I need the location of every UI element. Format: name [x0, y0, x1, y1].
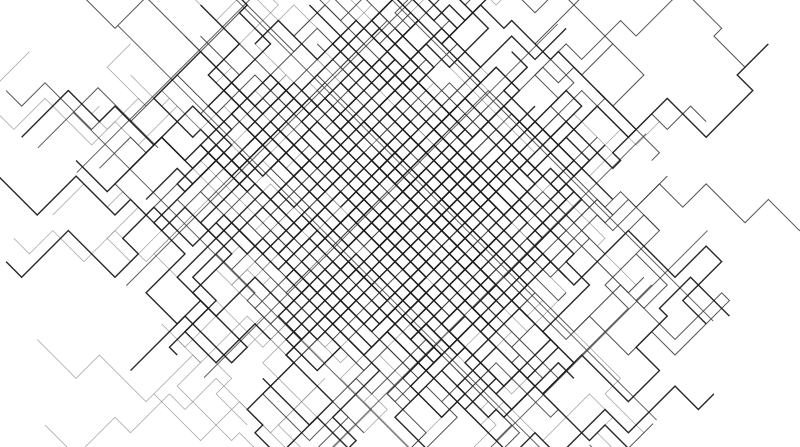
- line-path: [37, 87, 159, 149]
- line-path: [285, 276, 412, 372]
- line-path: [316, 214, 443, 271]
- line-path: [402, 43, 769, 154]
- line-path: [370, 0, 487, 177]
- line-path: [72, 112, 409, 447]
- line-path: [490, 230, 708, 447]
- line-path: [441, 276, 537, 419]
- line-path: [145, 183, 334, 325]
- line-path: [215, 222, 310, 255]
- line-path: [495, 90, 638, 216]
- line-path: [262, 284, 466, 426]
- line-path: [277, 378, 341, 447]
- line-path: [511, 0, 746, 146]
- line-path: [331, 133, 647, 447]
- line-path: [76, 0, 251, 173]
- line-path: [222, 0, 295, 177]
- line-path: [300, 300, 474, 411]
- line-path: [495, 183, 800, 239]
- line-path: [286, 276, 381, 447]
- line-path: [347, 66, 490, 279]
- line-path: [168, 229, 427, 356]
- line-path: [130, 120, 404, 372]
- line-path: [235, 0, 657, 421]
- line-path: [308, 0, 428, 138]
- line-layer-dark: [0, 0, 769, 447]
- line-path: [21, 89, 240, 169]
- line-path: [441, 323, 715, 447]
- line-path: [487, 183, 591, 395]
- line-path: [246, 214, 334, 447]
- line-path: [125, 0, 413, 287]
- line-path: [472, 229, 723, 325]
- line-path: [589, 423, 654, 447]
- line-path: [199, 4, 295, 178]
- line-path: [254, 19, 404, 68]
